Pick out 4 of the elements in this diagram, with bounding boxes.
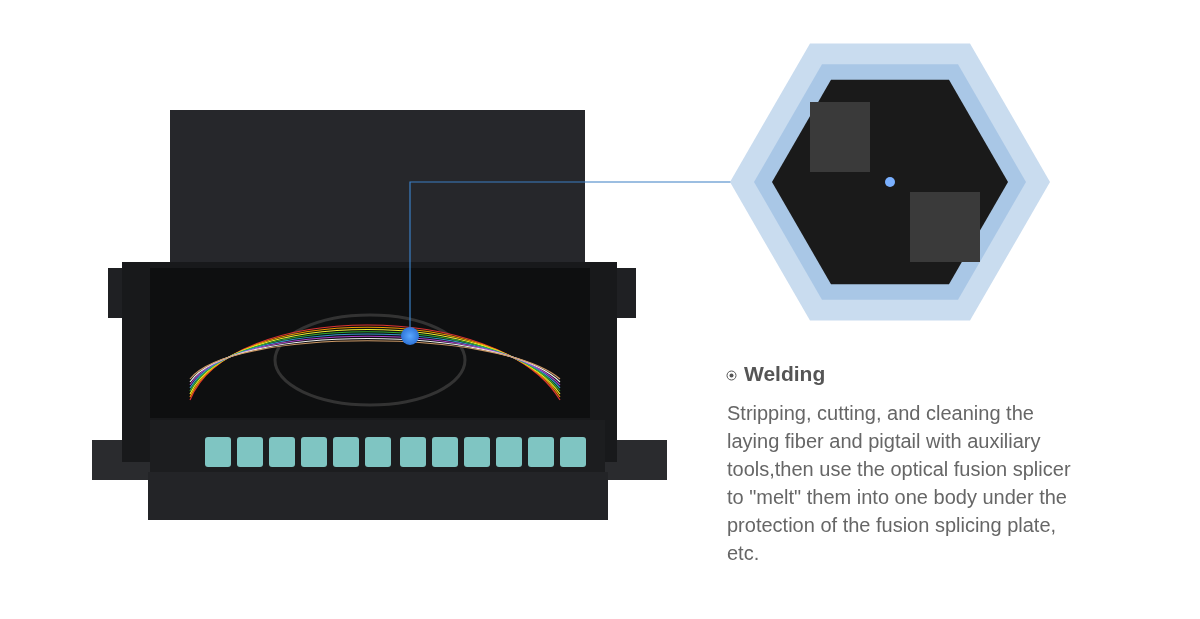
section-heading: Welding bbox=[744, 362, 826, 386]
splicer-photo-placeholder bbox=[730, 42, 1050, 322]
leader-line bbox=[409, 181, 732, 328]
description-paragraph: Stripping, cutting, and cleaning the laying fiber and pigtail with auxiliary tools,then use the optical fusion splicer to "melt" them into one body under the protection of the fusion splicing plate, etc. bbox=[727, 401, 1072, 566]
